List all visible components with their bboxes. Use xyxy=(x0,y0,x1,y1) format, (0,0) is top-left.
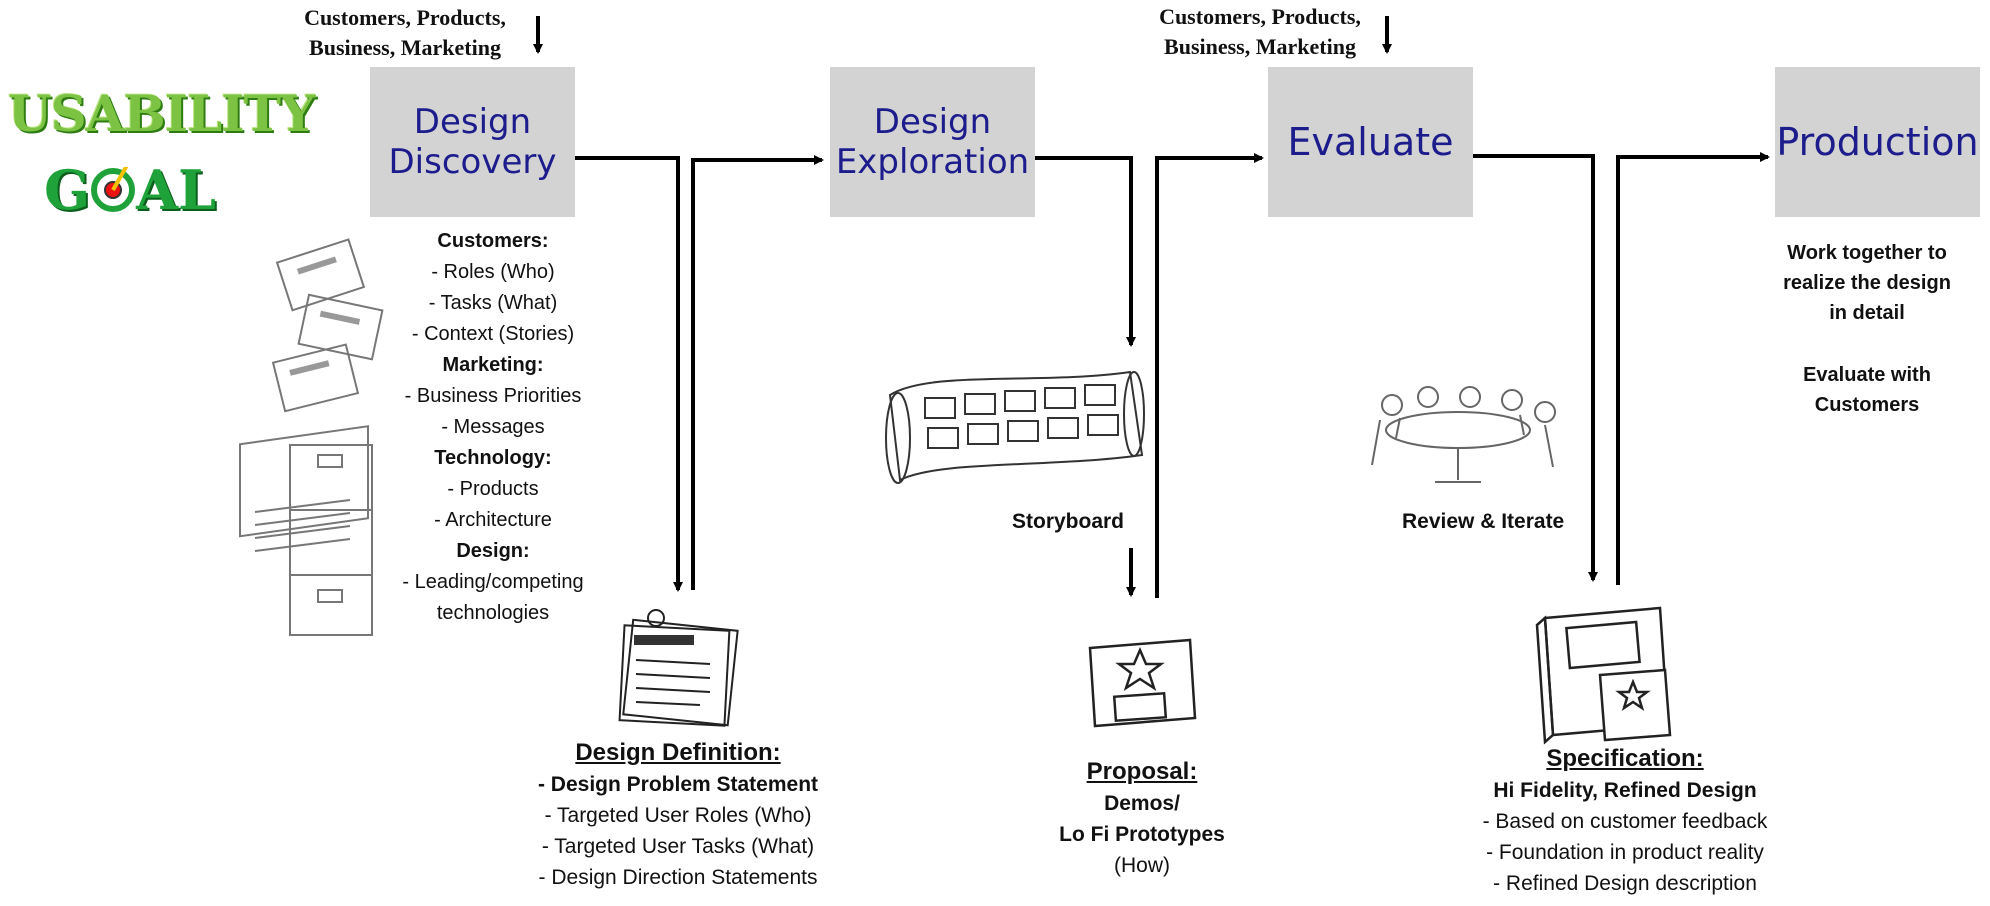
phase-design-discovery-label: Design Discovery xyxy=(388,102,557,182)
production-note-line: Work together to xyxy=(1787,242,1947,264)
proposal-caption: Proposal: Demos/ Lo Fi Prototypes (How) xyxy=(1012,756,1272,881)
proposal-title: Proposal: xyxy=(1086,758,1198,785)
floppy-disk-icon xyxy=(1088,638,1197,728)
meeting-table-icon xyxy=(1371,386,1556,483)
production-note-line: Customers xyxy=(1814,394,1920,416)
phase-evaluate-label: Evaluate xyxy=(1287,120,1454,164)
discovery-list-item: - Business Priorities xyxy=(404,385,582,407)
phase-design-discovery: Design Discovery xyxy=(370,67,575,217)
goal-logo-text: G AL xyxy=(44,158,216,222)
discovery-list-item: Marketing: xyxy=(442,354,544,376)
inputs-note-left: Customers, Products, Business, Marketing xyxy=(270,3,540,63)
phase-design-exploration-label: Design Exploration xyxy=(835,102,1030,182)
discovery-list-item: Technology: xyxy=(434,447,552,469)
design-definition-line: - Design Direction Statements xyxy=(538,866,818,889)
file-cabinet-icon xyxy=(239,425,373,636)
discovery-list-item: - Roles (Who) xyxy=(431,261,555,283)
goal-logo-g: G xyxy=(44,158,91,222)
review-iterate-label: Review & Iterate xyxy=(1402,510,1565,533)
inputs-note-right-line1: Customers, Products, xyxy=(1159,4,1361,29)
phase-production-label: Production xyxy=(1776,120,1979,164)
discovery-list-item: - Products xyxy=(447,478,539,500)
inputs-note-left-line2: Business, Marketing xyxy=(309,35,501,60)
specification-line: - Foundation in product reality xyxy=(1486,841,1764,864)
discovery-list-item: - Context (Stories) xyxy=(411,323,575,345)
design-definition-line: - Targeted User Roles (Who) xyxy=(544,804,812,827)
discovery-list-item: Customers: xyxy=(437,230,549,252)
usability-logo-text: USABILITY xyxy=(8,84,316,143)
production-note-line: realize the design xyxy=(1783,272,1951,294)
proposal-line: Demos/ xyxy=(1104,792,1180,815)
production-notes: Work together to realize the design in d… xyxy=(1752,238,1982,420)
discovery-list-item: - Tasks (What) xyxy=(428,292,558,314)
discovery-list-item: - Leading/competing xyxy=(402,571,584,593)
inputs-note-right: Customers, Products, Business, Marketing xyxy=(1125,2,1395,62)
specification-line: Hi Fidelity, Refined Design xyxy=(1493,779,1757,802)
discovery-list-item: technologies xyxy=(436,602,550,624)
specification-caption: Specification: Hi Fidelity, Refined Desi… xyxy=(1465,743,1785,899)
spec-book-icon xyxy=(1535,606,1672,745)
design-definition-title: Design Definition: xyxy=(575,739,781,766)
specification-line: - Refined Design description xyxy=(1493,872,1757,895)
storyboard-scroll-icon xyxy=(885,370,1145,484)
discovery-list-item: - Architecture xyxy=(434,509,552,531)
design-definition-line: - Design Problem Statement xyxy=(537,773,819,796)
specification-title: Specification: xyxy=(1546,745,1704,772)
discovery-list-item: Design: xyxy=(456,540,530,562)
proposal-line: (How) xyxy=(1114,854,1170,877)
proposal-line: Lo Fi Prototypes xyxy=(1059,823,1225,846)
phase-evaluate: Evaluate xyxy=(1268,67,1473,217)
discovery-topics-list: Customers: - Roles (Who) - Tasks (What) … xyxy=(378,226,608,629)
phase-production: Production xyxy=(1775,67,1980,217)
index-cards-icon xyxy=(271,238,384,413)
production-note-line: Evaluate with xyxy=(1803,364,1931,386)
specification-line: - Based on customer feedback xyxy=(1482,810,1768,833)
design-definition-line: - Targeted User Tasks (What) xyxy=(541,835,815,858)
goal-logo-al: AL xyxy=(136,158,216,222)
storyboard-label: Storyboard xyxy=(1012,510,1125,533)
phase-design-exploration: Design Exploration xyxy=(830,67,1035,217)
clipboard-document-icon xyxy=(618,609,739,727)
design-definition-caption: Design Definition: - Design Problem Stat… xyxy=(518,737,838,893)
inputs-note-left-line1: Customers, Products, xyxy=(304,5,506,30)
production-note-line: in detail xyxy=(1829,302,1905,324)
discovery-list-item: - Messages xyxy=(441,416,545,438)
inputs-note-right-line2: Business, Marketing xyxy=(1164,34,1356,59)
target-icon xyxy=(90,167,136,213)
